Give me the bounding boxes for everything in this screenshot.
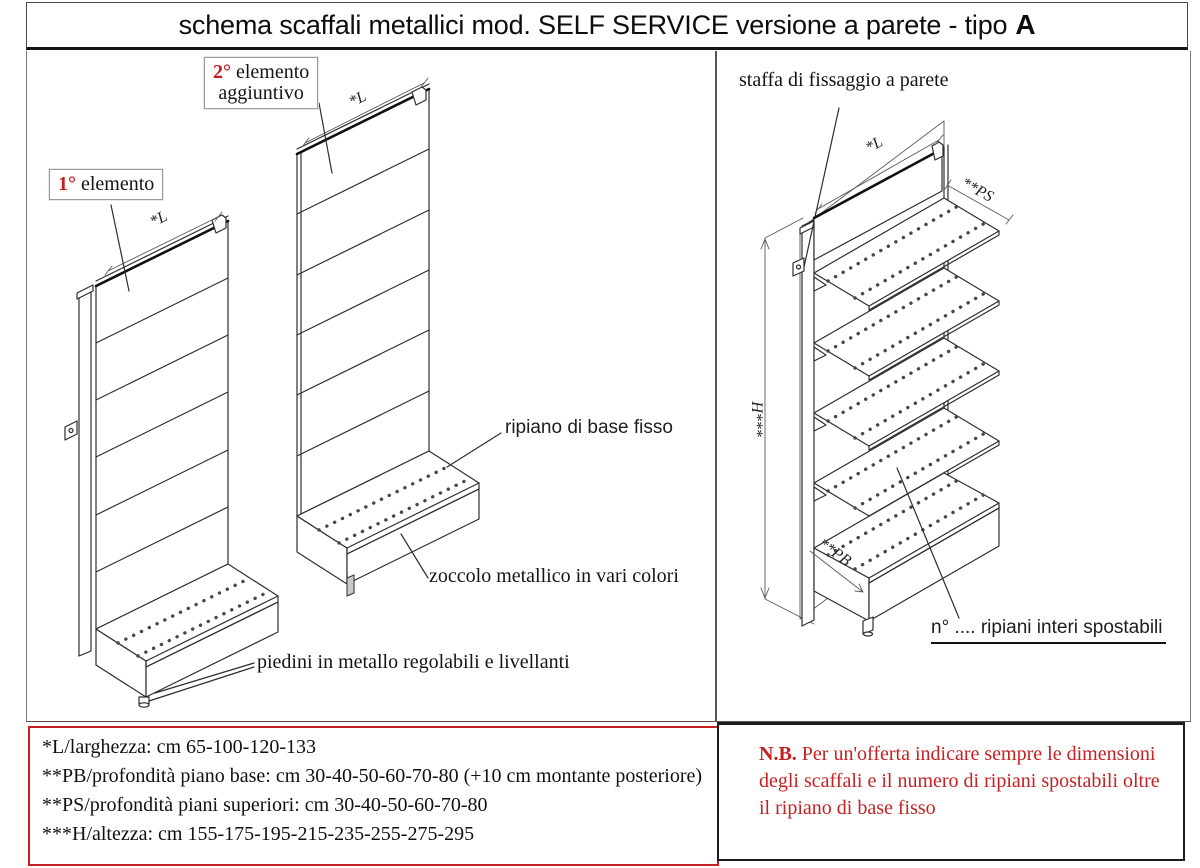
element-1-label: elemento: [81, 173, 155, 195]
element-2-leader-line: [318, 102, 333, 174]
legend-line-height: ***H/altezza: cm 155-175-195-215-235-255…: [42, 823, 475, 845]
element-2-label: elemento: [236, 61, 310, 83]
note-prefix: N.B.: [759, 743, 797, 765]
page-title: schema scaffali metallici mod. SELF SERV…: [178, 9, 1008, 40]
base-shelf-label: ripiano di base fisso: [505, 417, 673, 438]
element-1-leader-line: [110, 204, 130, 292]
element-2-label-line2: aggiuntivo: [218, 82, 304, 104]
plinth-label: zoccolo metallico in vari colori: [429, 565, 679, 587]
element-2-callout: 2° elemento aggiuntivo: [204, 57, 319, 109]
page-title-type-letter: A: [1015, 9, 1036, 40]
dimension-legend-box: *L/larghezza: cm 65-100-120-133 **PB/pro…: [28, 726, 719, 866]
height-dimension: H***: [748, 217, 815, 625]
wall-bracket-label: staffa di fissaggio a parete: [739, 69, 949, 91]
legend-line-upper-depth: **PS/profondità piani superiori: cm 30-4…: [42, 794, 488, 816]
wall-plane: [799, 120, 945, 620]
wall-unit-drawing: H*** *L **PS: [748, 107, 1014, 637]
shelf-elements-drawing: *L: [64, 77, 502, 708]
note-body: Per un'offerta indicare sempre le dimens…: [759, 743, 1160, 819]
element-2-number: 2°: [213, 61, 231, 83]
wall-bracket-leader-line: [803, 107, 840, 268]
element-2-drawing: *L: [295, 77, 502, 597]
wall-bracket-shape: [792, 257, 805, 277]
movable-shelves: [813, 197, 1000, 521]
element-1-callout: 1° elemento: [49, 169, 164, 200]
dimension-height: H***: [748, 400, 765, 437]
legend-line-base-depth: **PB/profondità piano base: cm 30-40-50-…: [42, 765, 703, 787]
movable-shelves-leader-line: [896, 467, 960, 619]
right-drawing-panel: H*** *L **PS: [715, 51, 1191, 722]
title-bar: schema scaffali metallici mod. SELF SERV…: [26, 2, 1188, 50]
note-box: N.B. Per un'offerta indicare sempre le d…: [717, 722, 1185, 861]
feet-label: piedini in metallo regolabili e livellan…: [257, 651, 570, 673]
left-drawing-panel: *L: [26, 51, 716, 722]
dimension-width-element1: *L: [147, 208, 170, 231]
note-text: N.B. Per un'offerta indicare sempre le d…: [759, 741, 1163, 822]
dimension-upper-depth: **PS: [958, 174, 996, 205]
element-1-number: 1°: [58, 173, 76, 195]
element-1-drawing: *L: [64, 208, 279, 708]
movable-shelves-label: n° .... ripiani interi spostabili: [931, 617, 1167, 644]
dimension-width-element2: *L: [346, 88, 369, 111]
dimension-width: *L: [863, 133, 886, 156]
legend-line-width: *L/larghezza: cm 65-100-120-133: [42, 736, 316, 758]
base-shelf-drawing: [813, 472, 1000, 637]
